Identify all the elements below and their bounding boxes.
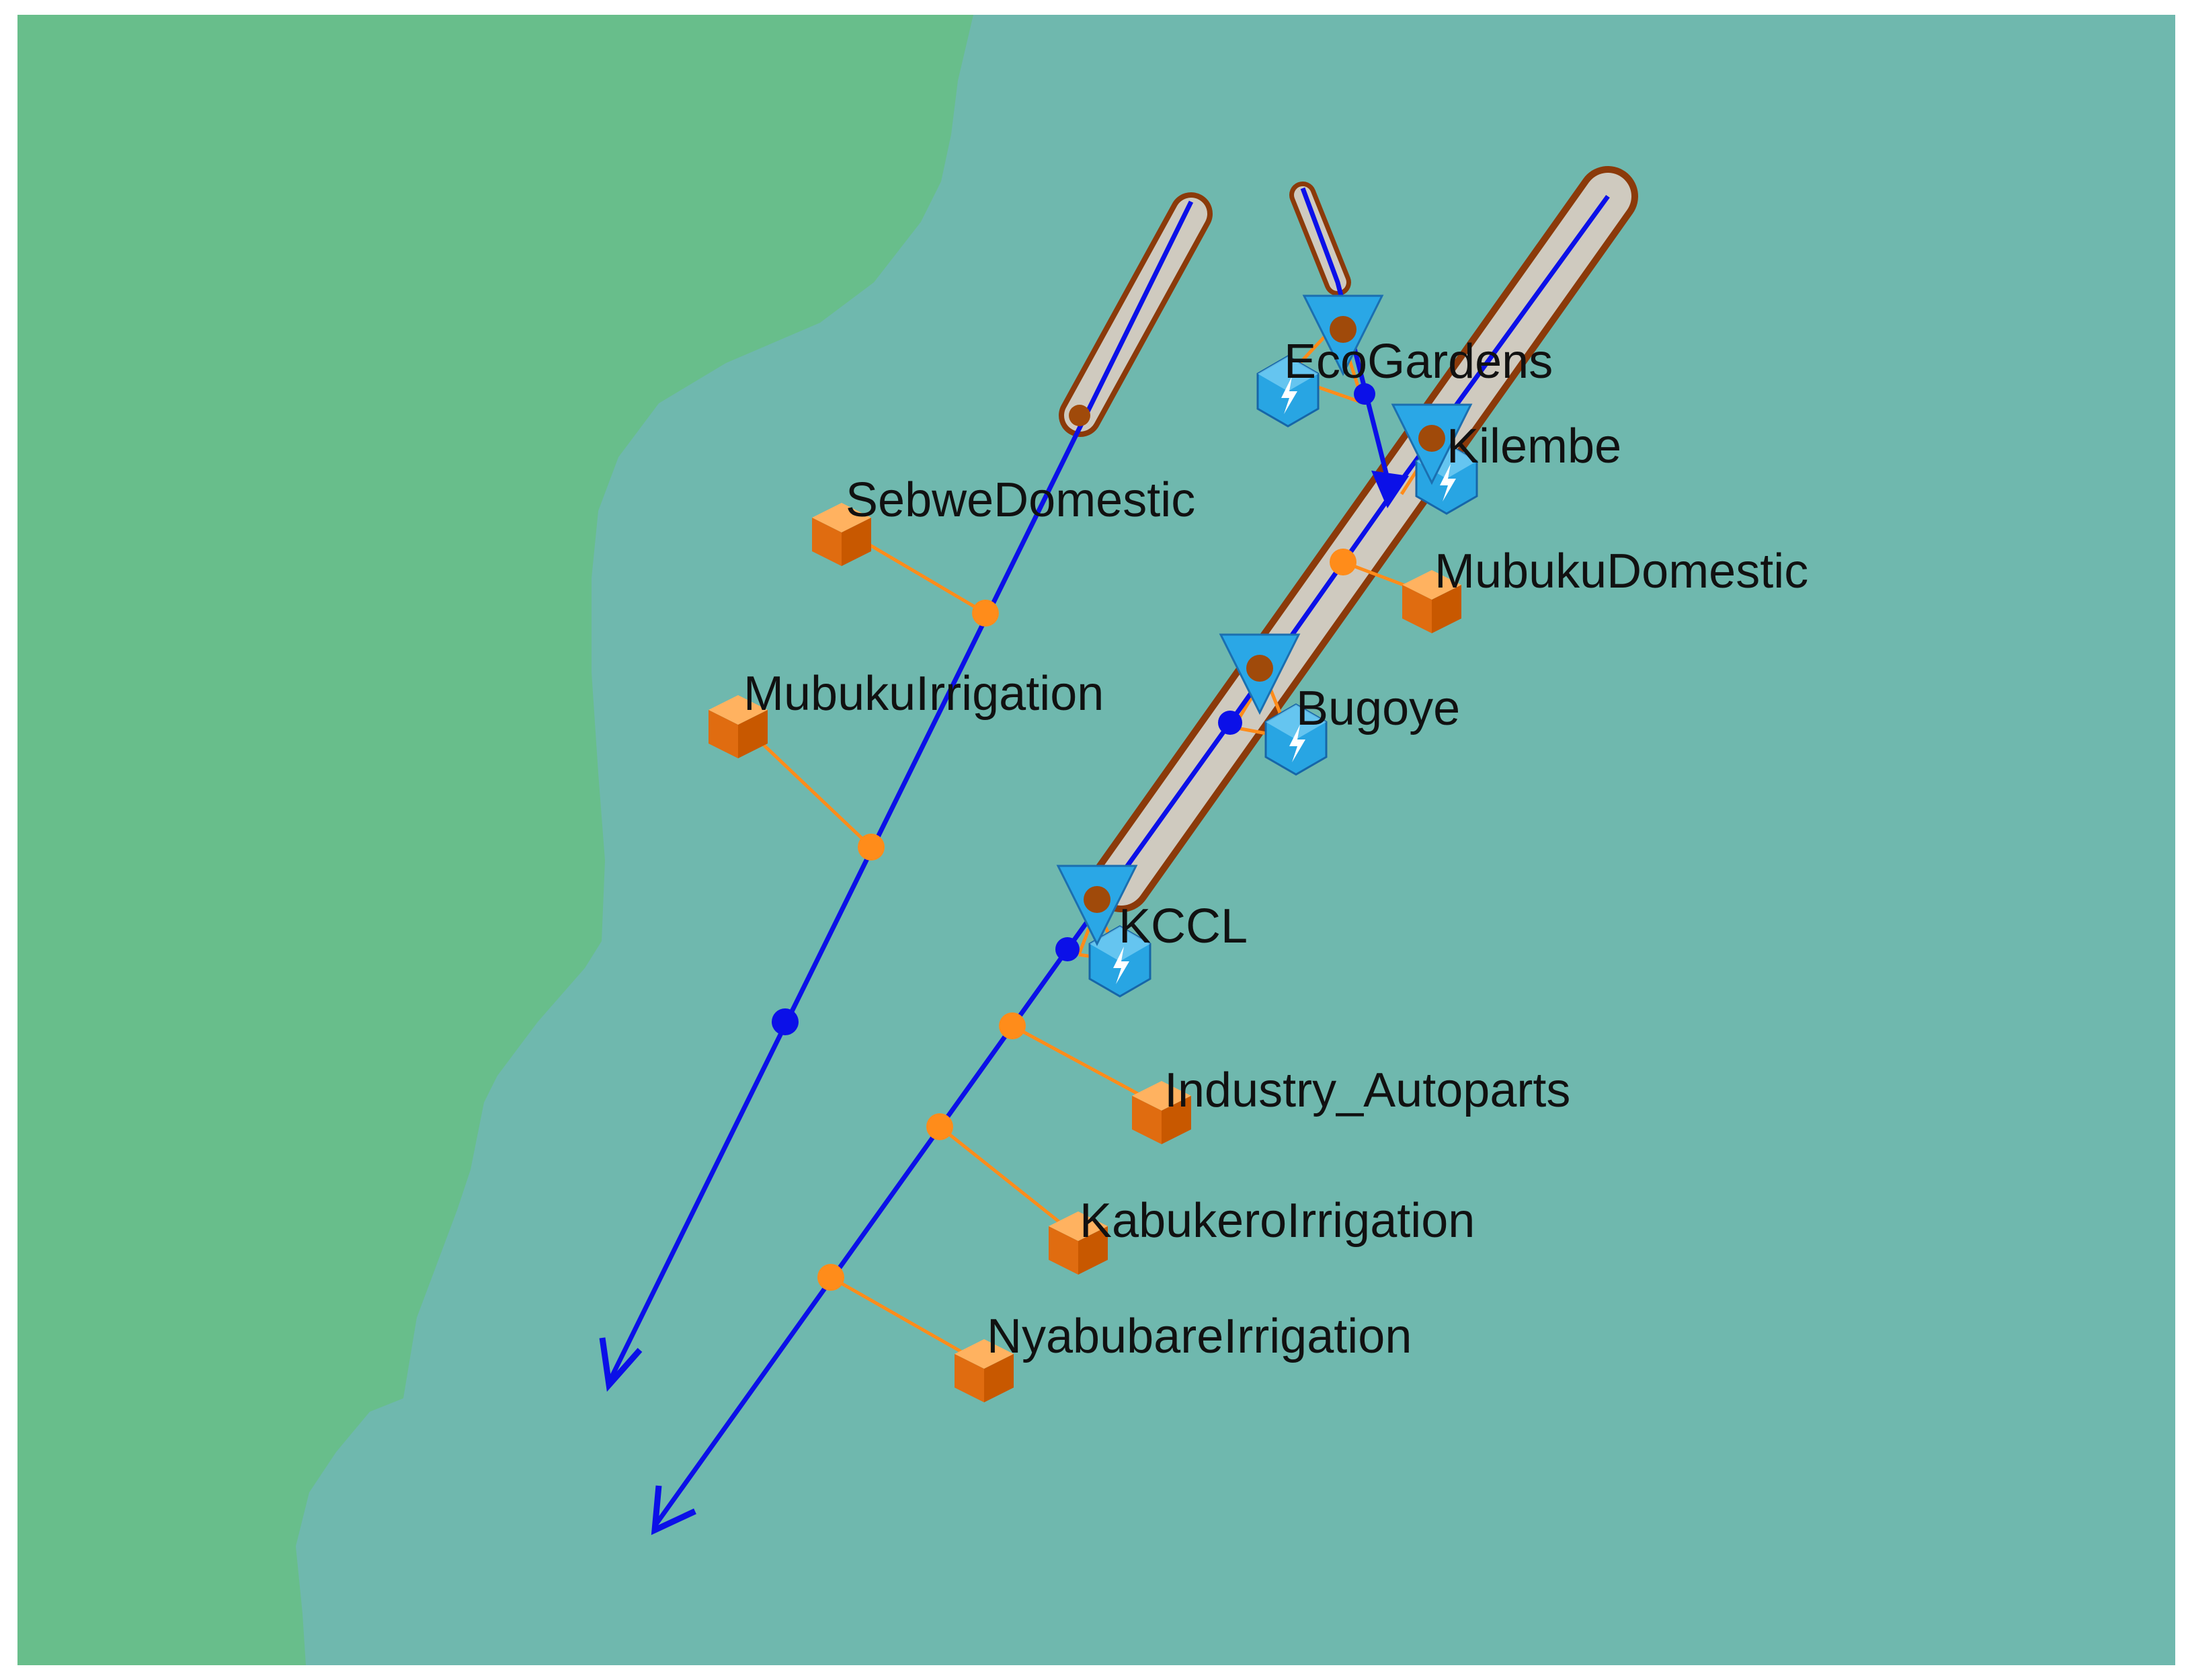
withdrawal-node[interactable]	[999, 1012, 1026, 1039]
label-kabukero-irrigation: KabukeroIrrigation	[1080, 1194, 1475, 1248]
withdrawal-node[interactable]	[858, 834, 885, 861]
river-end-arrow-icon	[651, 1485, 696, 1535]
river-end-arrow-icon	[599, 1337, 643, 1392]
reach-end-node	[1069, 405, 1090, 426]
land-region	[17, 15, 973, 1665]
return-flow-node	[1354, 383, 1375, 405]
label-ecogardens: EcoGardens	[1284, 335, 1553, 389]
label-sebwe-domestic: SebweDomestic	[846, 473, 1195, 527]
return-flow-node	[1055, 937, 1080, 961]
label-kccl: KCCL	[1119, 899, 1248, 953]
river-node[interactable]	[772, 1008, 799, 1035]
label-mubuku-irrigation: MubukuIrrigation	[743, 667, 1104, 721]
label-mubuku-domestic: MubukuDomestic	[1434, 545, 1808, 598]
river-sebwe[interactable]	[599, 200, 1194, 1392]
label-bugoye: Bugoye	[1296, 682, 1460, 735]
label-kilembe: Kilembe	[1447, 419, 1621, 473]
return-flow-node	[1218, 711, 1242, 735]
withdrawal-node[interactable]	[926, 1113, 953, 1140]
withdrawal-node[interactable]	[817, 1264, 844, 1291]
label-nyabubare-irrigation: NyabubareIrrigation	[987, 1310, 1412, 1363]
withdrawal-node[interactable]	[1330, 549, 1357, 575]
label-industry-autoparts: Industry_Autoparts	[1164, 1064, 1570, 1117]
withdrawal-node[interactable]	[972, 600, 999, 627]
